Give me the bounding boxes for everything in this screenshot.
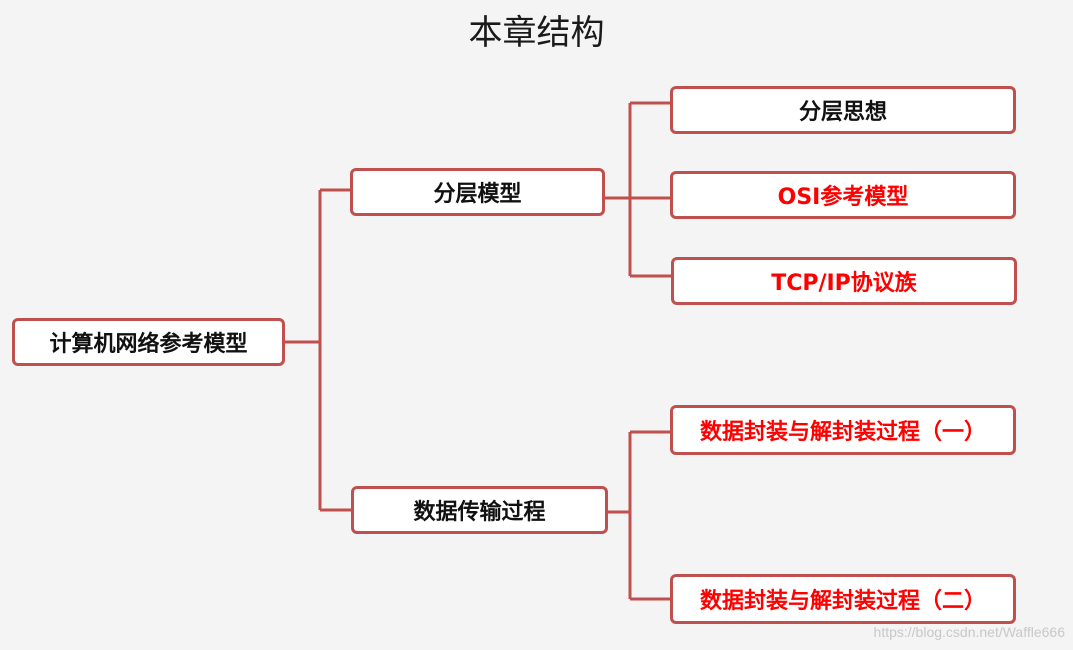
leaf-label: 数据封装与解封装过程（一） — [699, 420, 986, 445]
leaf-label: 数据封装与解封装过程（二） — [699, 589, 986, 614]
leaf-node-layered-idea: 分层思想 — [670, 86, 1016, 134]
root-label: 计算机网络参考模型 — [49, 332, 248, 357]
branch-label: 分层模型 — [433, 182, 522, 207]
branch-node-data-transfer: 数据传输过程 — [351, 486, 608, 534]
root-connector — [283, 188, 352, 512]
leaf-node-tcpip-suite: TCP/IP协议族 — [671, 257, 1017, 305]
leaf-node-encapsulation-2: 数据封装与解封装过程（二） — [670, 574, 1016, 624]
leaf-node-osi-model: OSI参考模型 — [670, 171, 1016, 219]
watermark-text: https://blog.csdn.net/Waffle666 — [873, 624, 1065, 640]
leaf-label: OSI参考模型 — [777, 185, 909, 210]
branch-1-connector — [603, 101, 672, 278]
root-node: 计算机网络参考模型 — [12, 318, 285, 366]
leaf-label: 分层思想 — [798, 100, 887, 125]
leaf-node-encapsulation-1: 数据封装与解封装过程（一） — [670, 405, 1016, 455]
branch-node-layered-model: 分层模型 — [350, 168, 605, 216]
branch-2-connector — [606, 430, 671, 601]
leaf-label: TCP/IP协议族 — [771, 271, 917, 296]
branch-label: 数据传输过程 — [413, 500, 546, 525]
diagram-title: 本章结构 — [468, 13, 605, 53]
